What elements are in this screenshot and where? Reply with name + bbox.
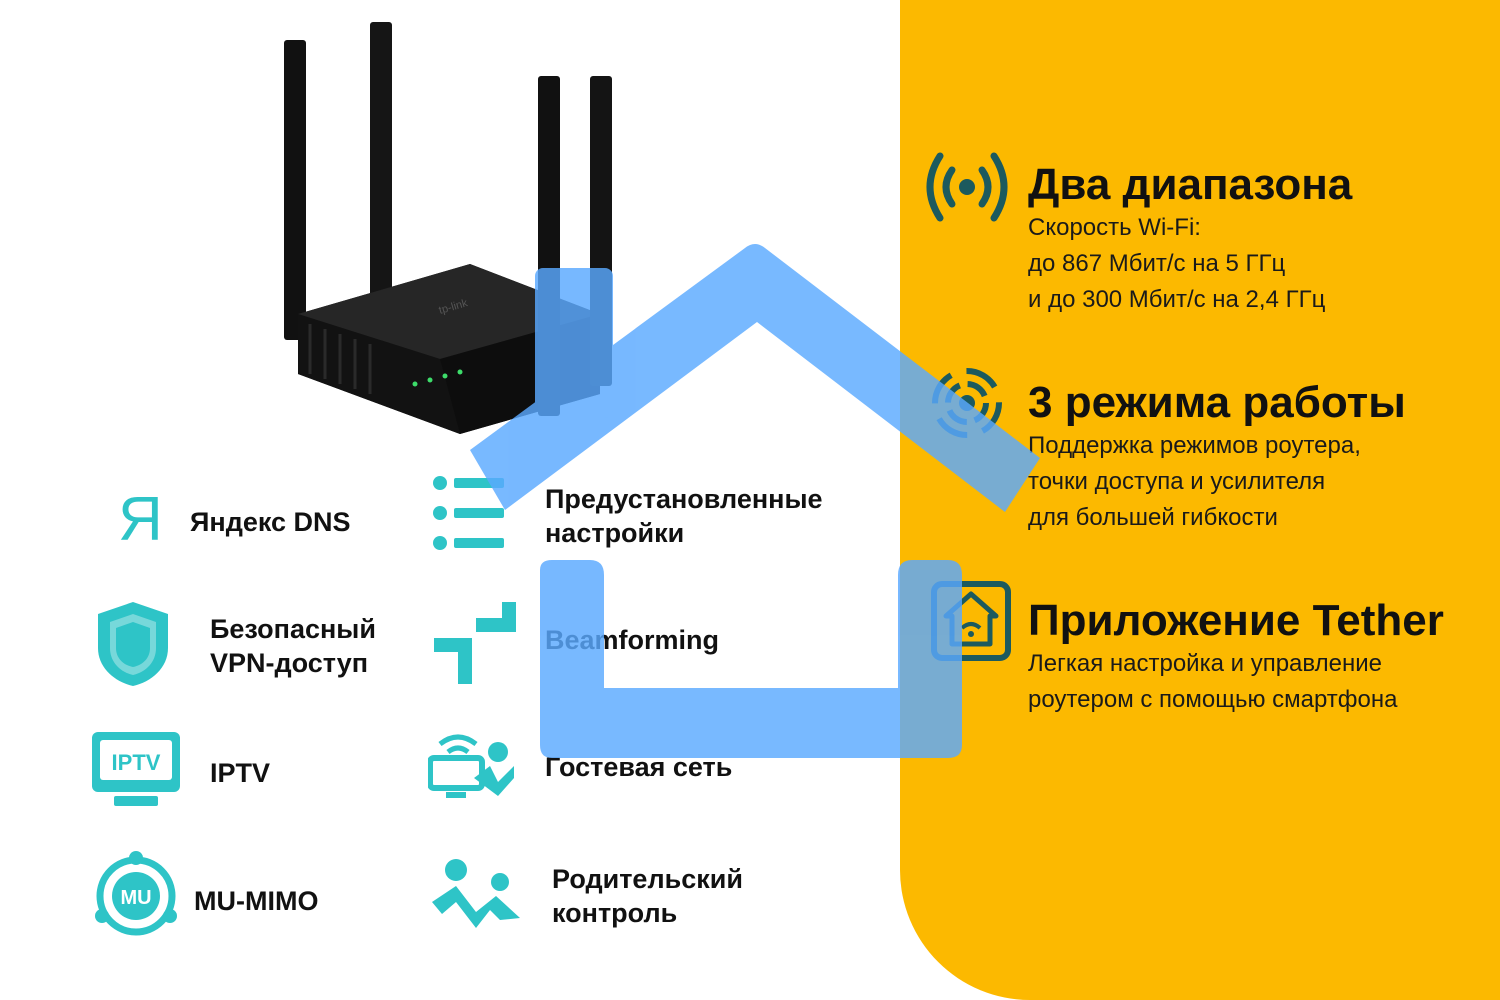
- feature-title: 3 режима работы: [1028, 378, 1406, 427]
- feature-label-line1: Безопасный: [210, 614, 376, 644]
- description-line: точки доступа и усилителя: [1028, 468, 1326, 495]
- shield-icon: [98, 602, 168, 686]
- feature-title: Приложение Tether: [1028, 596, 1444, 645]
- description-line: Поддержка режимов роутера,: [1028, 432, 1361, 459]
- antenna-back-center: [370, 22, 392, 322]
- feature-label: Гостевая сеть: [545, 752, 733, 782]
- description-line: Легкая настройка и управление: [1028, 650, 1382, 677]
- feature-label: MU-MIMO: [194, 886, 319, 916]
- feature-label-line1: Родительский: [552, 864, 743, 894]
- feature-label-line2: контроль: [552, 898, 678, 928]
- feature-description: Поддержка режимов роутера, точки доступа…: [1028, 428, 1361, 536]
- feature-label-line2: настройки: [545, 518, 685, 548]
- feature-label: IPTV: [210, 758, 271, 788]
- description-line: до 867 Мбит/с на 5 ГГц: [1028, 250, 1286, 277]
- description-line: Скорость Wi-Fi:: [1028, 214, 1201, 241]
- feature-description: Скорость Wi-Fi: до 867 Мбит/с на 5 ГГц и…: [1028, 210, 1325, 318]
- router-vents: [308, 324, 372, 394]
- description-line: для большей гибкости: [1028, 504, 1278, 531]
- antenna-back-left: [284, 40, 306, 340]
- feature-title: Два диапазона: [1028, 160, 1353, 209]
- antenna-front-left: [538, 76, 560, 416]
- mu-mimo-icon: MU: [95, 851, 177, 936]
- dual-band-wifi-icon: [926, 152, 1008, 222]
- yandex-letter-icon: Я: [118, 485, 163, 554]
- tv-screen-text: IPTV: [112, 750, 161, 775]
- feature-label-line2: VPN-доступ: [210, 648, 369, 678]
- parental-control-icon: [432, 859, 520, 928]
- router-product-image: tp-link: [284, 22, 612, 434]
- feature-label: Beamforming: [545, 625, 720, 655]
- feature-label: Яндекс DNS: [190, 507, 351, 537]
- beamforming-icon: [434, 602, 516, 684]
- mu-badge-text: MU: [120, 887, 151, 909]
- tether-app-icon: [931, 581, 1011, 661]
- feature-description: Легкая настройка и управление роутером с…: [1028, 646, 1398, 718]
- guest-network-icon: [428, 734, 514, 798]
- modes-wifi-icon: [932, 368, 1002, 438]
- list-icon: [433, 476, 504, 550]
- description-line: и до 300 Мбит/с на 2,4 ГГц: [1028, 286, 1326, 313]
- description-line: роутером с помощью смартфона: [1028, 686, 1398, 713]
- feature-label-line1: Предустановленные: [545, 484, 823, 514]
- tv-icon: IPTV: [92, 732, 180, 806]
- antenna-front-right: [590, 76, 612, 386]
- router-leds: [412, 369, 463, 387]
